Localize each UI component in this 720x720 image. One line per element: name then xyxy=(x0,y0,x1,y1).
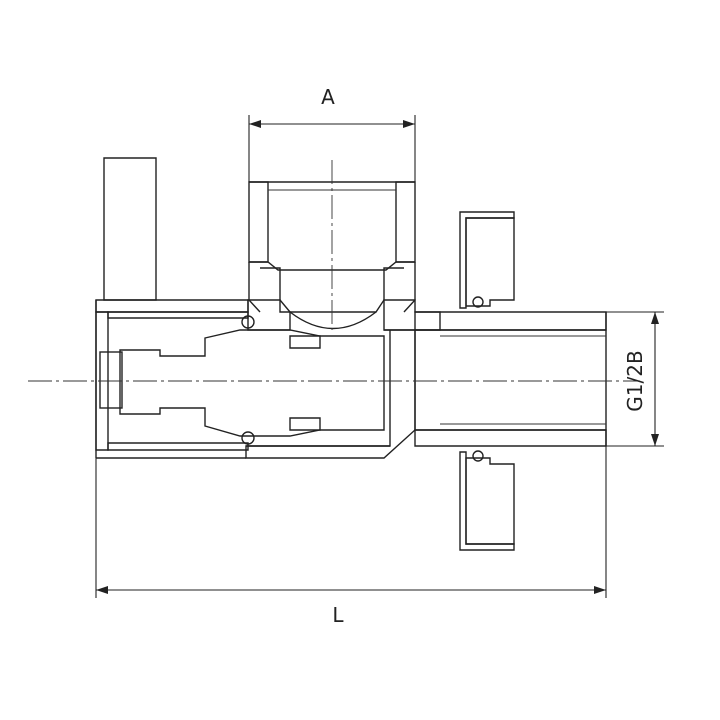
dimension-thread: G1/2B xyxy=(606,311,664,447)
handle-lever xyxy=(95,157,249,313)
knurled-knob xyxy=(99,351,123,409)
dimension-thread-label: G1/2B xyxy=(623,350,647,411)
dimension-l: L xyxy=(95,446,607,627)
outlet-pipe xyxy=(415,329,606,431)
wall-flange xyxy=(459,211,515,551)
spindle xyxy=(119,315,385,445)
dimension-l-label: L xyxy=(332,603,344,627)
dimension-a-label: A xyxy=(321,85,335,109)
handle-cap xyxy=(95,300,249,459)
dimension-a: A xyxy=(248,85,416,182)
center-lines xyxy=(28,160,640,382)
